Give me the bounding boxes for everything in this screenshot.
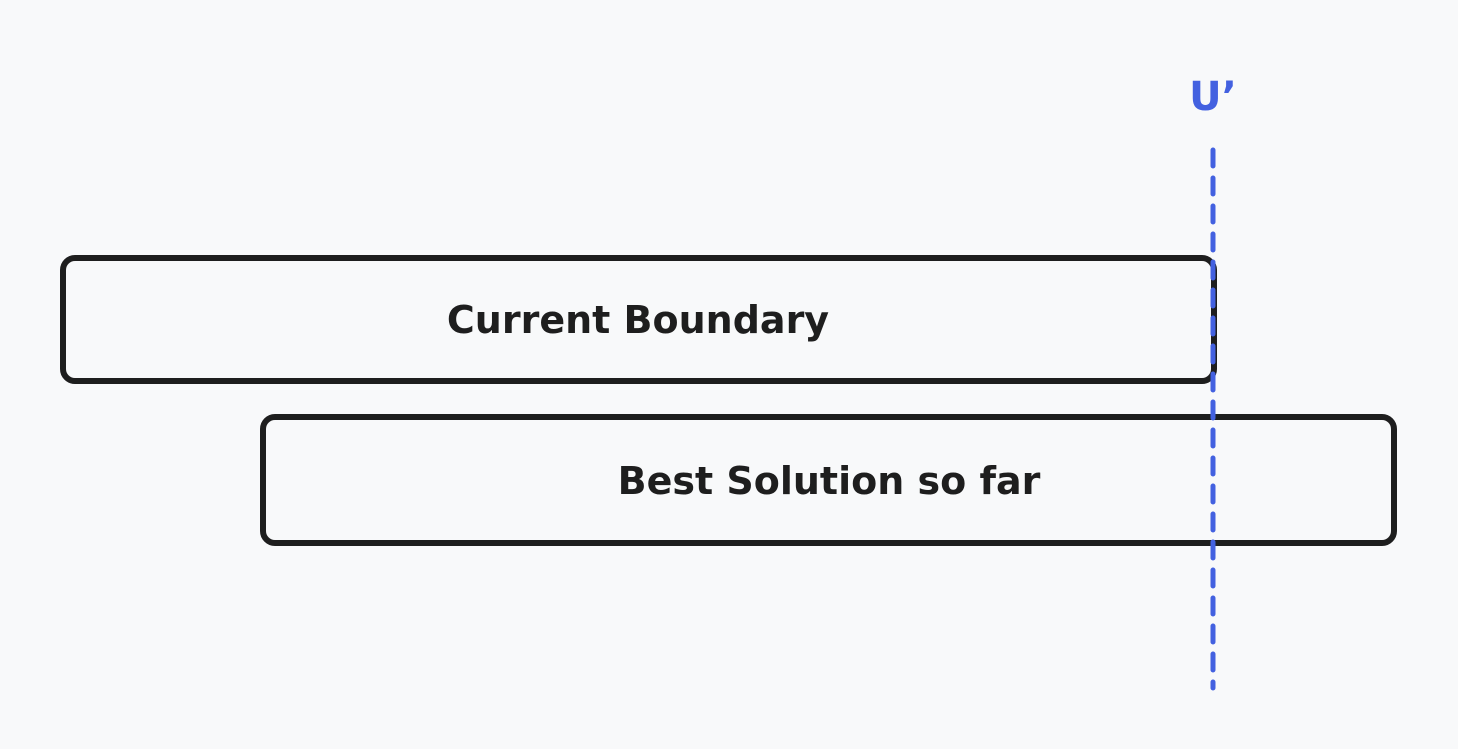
best-solution-box: Best Solution so far xyxy=(260,414,1397,546)
current-boundary-box: Current Boundary xyxy=(60,255,1217,384)
best-solution-rect xyxy=(260,414,1397,546)
current-boundary-label: Current Boundary xyxy=(447,298,829,342)
threshold-line-group: U’ xyxy=(1189,74,1237,691)
best-solution-label: Best Solution so far xyxy=(618,459,1041,503)
threshold-label: U’ xyxy=(1189,74,1237,120)
